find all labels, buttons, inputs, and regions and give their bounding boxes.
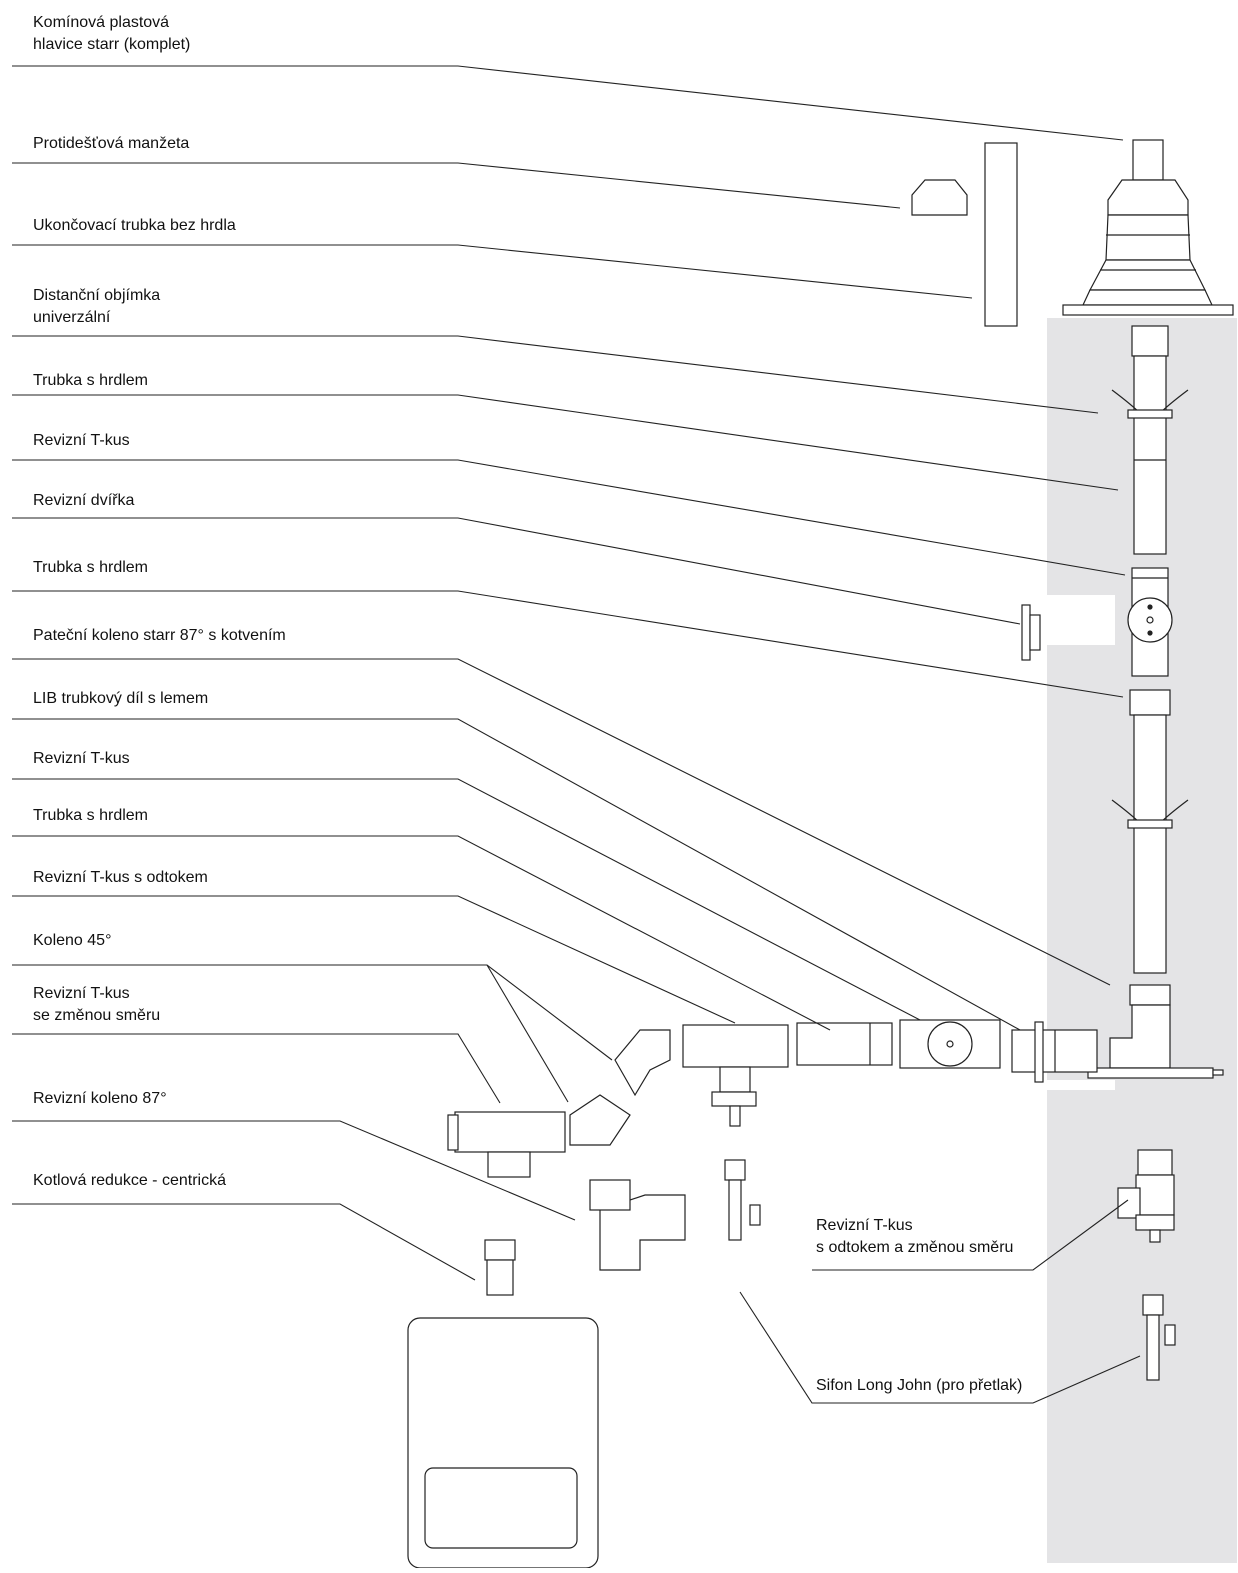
siphon-2-drawing	[1142, 1294, 1176, 1381]
label-text: Komínová plastová	[33, 14, 170, 31]
elbow-45-drawing	[569, 1029, 671, 1146]
rain-collar-drawing	[911, 179, 968, 216]
label-boiler-reducer: Kotlová redukce - centrická	[33, 1170, 226, 1192]
label-text: Protidešťová manžeta	[33, 135, 190, 152]
label-siphon: Sifon Long John (pro přetlak)	[816, 1375, 1022, 1397]
pipe-3-drawing	[796, 1022, 893, 1066]
label-lib-pipe: LIB trubkový díl s lemem	[33, 688, 208, 710]
label-text: univerzální	[33, 309, 111, 326]
label-pipe-3: Trubka s hrdlem	[33, 805, 148, 827]
label-tee-direction: Revizní T-kus se změnou směru	[33, 983, 160, 1027]
label-pipe-2: Trubka s hrdlem	[33, 557, 148, 579]
label-text: Revizní T-kus	[816, 1217, 913, 1234]
label-text: Pateční koleno starr 87° s kotvením	[33, 627, 286, 644]
chimney-cap-drawing	[1062, 139, 1234, 316]
boiler-drawing	[407, 1317, 599, 1569]
label-text: hlavice starr (komplet)	[33, 36, 191, 53]
tee-1-drawing	[1127, 567, 1173, 677]
label-text: Revizní koleno 87°	[33, 1090, 167, 1107]
label-text: Kotlová redukce - centrická	[33, 1172, 226, 1189]
label-inspection-door: Revizní dvířka	[33, 490, 134, 512]
label-text: s odtokem a změnou směru	[816, 1239, 1014, 1256]
label-text: Trubka s hrdlem	[33, 807, 148, 824]
base-elbow-drawing	[1087, 984, 1224, 1079]
label-text: Trubka s hrdlem	[33, 559, 148, 576]
pipe-2-drawing	[1111, 689, 1189, 974]
label-text: Distanční objímka	[33, 287, 161, 304]
label-text: Trubka s hrdlem	[33, 372, 148, 389]
label-text: Revizní T-kus	[33, 432, 130, 449]
label-text: Ukončovací trubka bez hrdla	[33, 217, 236, 234]
leader-lines	[12, 65, 1141, 1404]
label-tee-1: Revizní T-kus	[33, 430, 130, 452]
label-pipe-1: Trubka s hrdlem	[33, 370, 148, 392]
label-spacer-clamp: Distanční objímka univerzální	[33, 285, 160, 329]
tee-drain-drawing	[682, 1024, 789, 1127]
label-text: Koleno 45°	[33, 932, 112, 949]
label-tee-2: Revizní T-kus	[33, 748, 130, 770]
label-text: Revizní T-kus	[33, 985, 130, 1002]
label-elbow-45: Koleno 45°	[33, 930, 111, 952]
inspection-door-drawing	[1021, 604, 1041, 661]
label-elbow-87: Revizní koleno 87°	[33, 1088, 167, 1110]
tee-drain-direction-drawing	[1117, 1149, 1175, 1243]
label-text: Sifon Long John (pro přetlak)	[816, 1377, 1023, 1394]
siphon-1-drawing	[724, 1159, 761, 1241]
label-text: Revizní dvířka	[33, 492, 135, 509]
label-rain-collar: Protidešťová manžeta	[33, 133, 189, 155]
label-tee-drain-direction: Revizní T-kus s odtokem a změnou směru	[816, 1215, 1013, 1259]
label-chimney-cap: Komínová plastová hlavice starr (komplet…	[33, 12, 190, 56]
label-tee-drain: Revizní T-kus s odtokem	[33, 867, 208, 889]
end-pipe-drawing	[984, 142, 1018, 327]
label-text: se změnou směru	[33, 1007, 161, 1024]
lib-pipe-drawing	[1011, 1021, 1098, 1083]
tee-direction-drawing	[447, 1111, 566, 1178]
label-text: Revizní T-kus	[33, 750, 130, 767]
label-text: Revizní T-kus s odtokem	[33, 869, 208, 886]
label-text: LIB trubkový díl s lemem	[33, 690, 209, 707]
boiler-reducer-drawing	[484, 1239, 516, 1296]
elbow-87-drawing	[589, 1179, 686, 1271]
pipe-1-drawing	[1111, 325, 1189, 555]
label-base-elbow: Pateční koleno starr 87° s kotvením	[33, 625, 286, 647]
label-end-pipe: Ukončovací trubka bez hrdla	[33, 215, 236, 237]
tee-2-drawing	[899, 1019, 1001, 1069]
